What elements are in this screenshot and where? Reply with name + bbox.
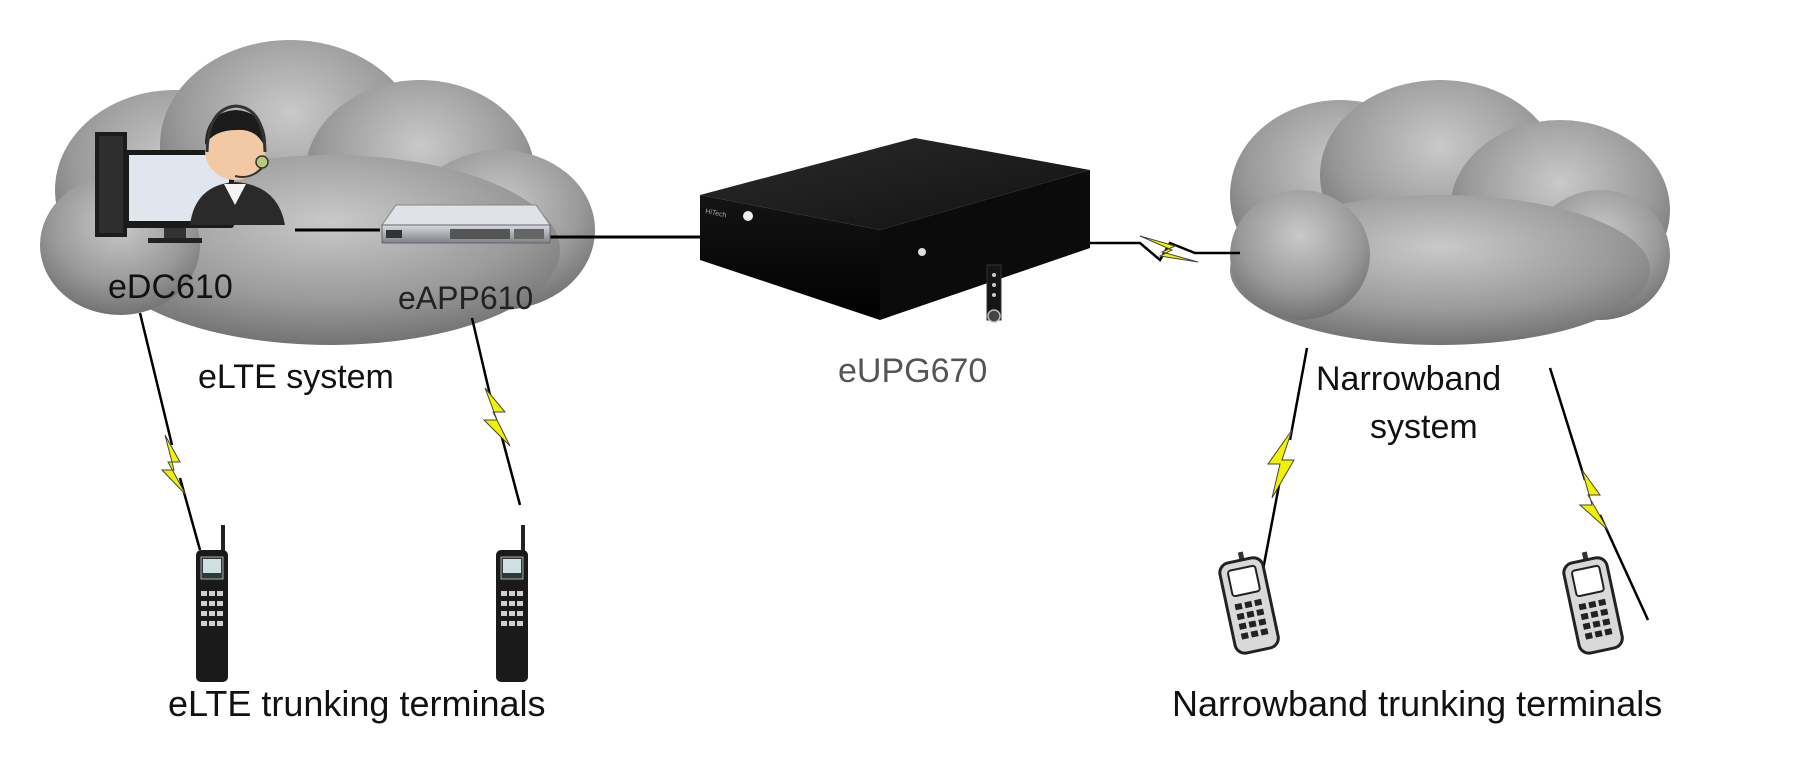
narrowband-system-label-line2: system [1370, 408, 1478, 446]
edc-label: eDC610 [108, 268, 233, 306]
mobile-phone-icon [1218, 551, 1280, 655]
narrowband-terminals-label: Narrowband trunking terminals [1172, 683, 1663, 724]
narrowband-system-label-line1: Narrowband [1316, 360, 1502, 398]
elte-terminals-label: eLTE trunking terminals [168, 683, 546, 724]
eapp-label: eAPP610 [398, 280, 534, 316]
svg-text:HiTech: HiTech [705, 208, 727, 219]
narrowband-cloud [1230, 80, 1670, 345]
elte-system-label: eLTE system [198, 358, 394, 396]
mobile-phone-icon [1562, 551, 1624, 655]
rack-server-icon [381, 204, 551, 244]
wireless-link-eapp-terminal2 [470, 317, 522, 506]
wireless-link-narrowband-terminal4 [1548, 367, 1650, 621]
handheld-radio-icon [196, 525, 228, 682]
eupg-label: eUPG670 [838, 352, 988, 390]
handheld-radio-icon [496, 525, 528, 682]
wireless-link-edc-terminal1 [138, 312, 202, 551]
wireless-link-narrowband-terminal3 [1260, 347, 1309, 576]
gateway-appliance-icon: HiTech [700, 138, 1090, 323]
wireless-link-eupg-narrowband [1075, 235, 1240, 263]
dispatcher-workstation-icon [95, 104, 285, 243]
